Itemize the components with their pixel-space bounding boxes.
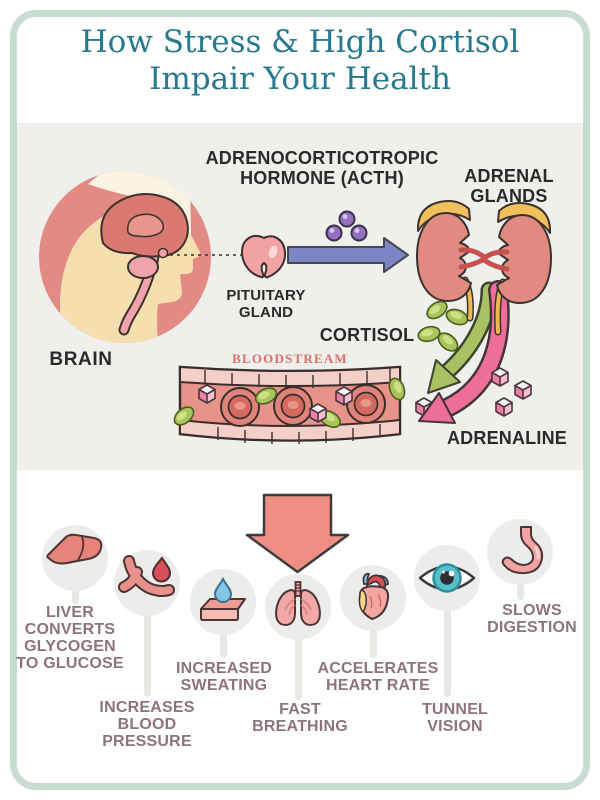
pathway-section: [17, 123, 583, 470]
effect-stem: [443, 608, 451, 697]
effect-label: ACCELERATES HEART RATE: [317, 660, 439, 695]
effect-label: LIVER CONVERTS GLYCOGEN TO GLUCOSE: [16, 604, 124, 673]
eye-icon: [418, 563, 476, 593]
adrenaline-molecules: [491, 367, 532, 417]
effect-stem: [143, 613, 151, 697]
effect-item-sweating: [190, 569, 256, 635]
effect-item-digestion: [487, 519, 553, 585]
adrenaline-label: ADRENALINE: [446, 428, 567, 448]
lungs-icon: [275, 581, 321, 626]
effect-label: INCREASED SWEATING: [175, 660, 273, 695]
brain-illustration: [39, 171, 211, 343]
bloodstream-vessel: [170, 365, 433, 444]
effect-item-vision: [414, 545, 480, 611]
pathway-illustration: [39, 171, 552, 444]
effect-item-blood-pressure: [114, 550, 180, 616]
acth-arrow: [287, 237, 409, 273]
red-blood-cells: [220, 384, 386, 427]
acth-label: ADRENOCORTICOTROPIC HORMONE (ACTH): [205, 148, 439, 188]
liver-icon: [46, 533, 103, 565]
page-title: How Stress & High Cortisol Impair Your H…: [80, 24, 520, 98]
bloodstream-label: BLOODSTREAM: [232, 351, 348, 366]
sweat-icon: [200, 576, 246, 621]
effect-label: FAST BREATHING: [252, 701, 348, 736]
effect-stem: [516, 582, 524, 600]
effect-item-heart-rate: [340, 565, 406, 631]
effect-stem: [219, 632, 227, 658]
adrenal-glands-label: ADRENAL GLANDS: [464, 166, 554, 206]
effect-label: INCREASES BLOOD PRESSURE: [99, 699, 195, 751]
adrenal-glands-icon: [416, 200, 552, 336]
stomach-icon: [501, 526, 544, 575]
acth-molecules: [325, 210, 368, 242]
effect-stem: [369, 628, 377, 658]
cortisol-arrow: [427, 281, 498, 394]
pituitary-label: PITUITARY GLAND: [226, 287, 306, 321]
effect-item-breathing: [265, 574, 331, 640]
effect-label: TUNNEL VISION: [421, 701, 489, 736]
vessel-wall-segments: [204, 368, 391, 444]
heart-icon: [358, 572, 390, 620]
effect-label: SLOWS DIGESTION: [487, 602, 577, 637]
effect-item-liver: [42, 525, 108, 591]
blood-vessel-icon: [118, 555, 175, 597]
effect-stem: [294, 637, 302, 700]
pituitary-gland-icon: [241, 234, 287, 279]
down-arrow-icon: [245, 493, 350, 574]
effect-stem: [71, 588, 79, 604]
brain-label: BRAIN: [49, 349, 113, 370]
cortisol-label: CORTISOL: [319, 325, 415, 345]
